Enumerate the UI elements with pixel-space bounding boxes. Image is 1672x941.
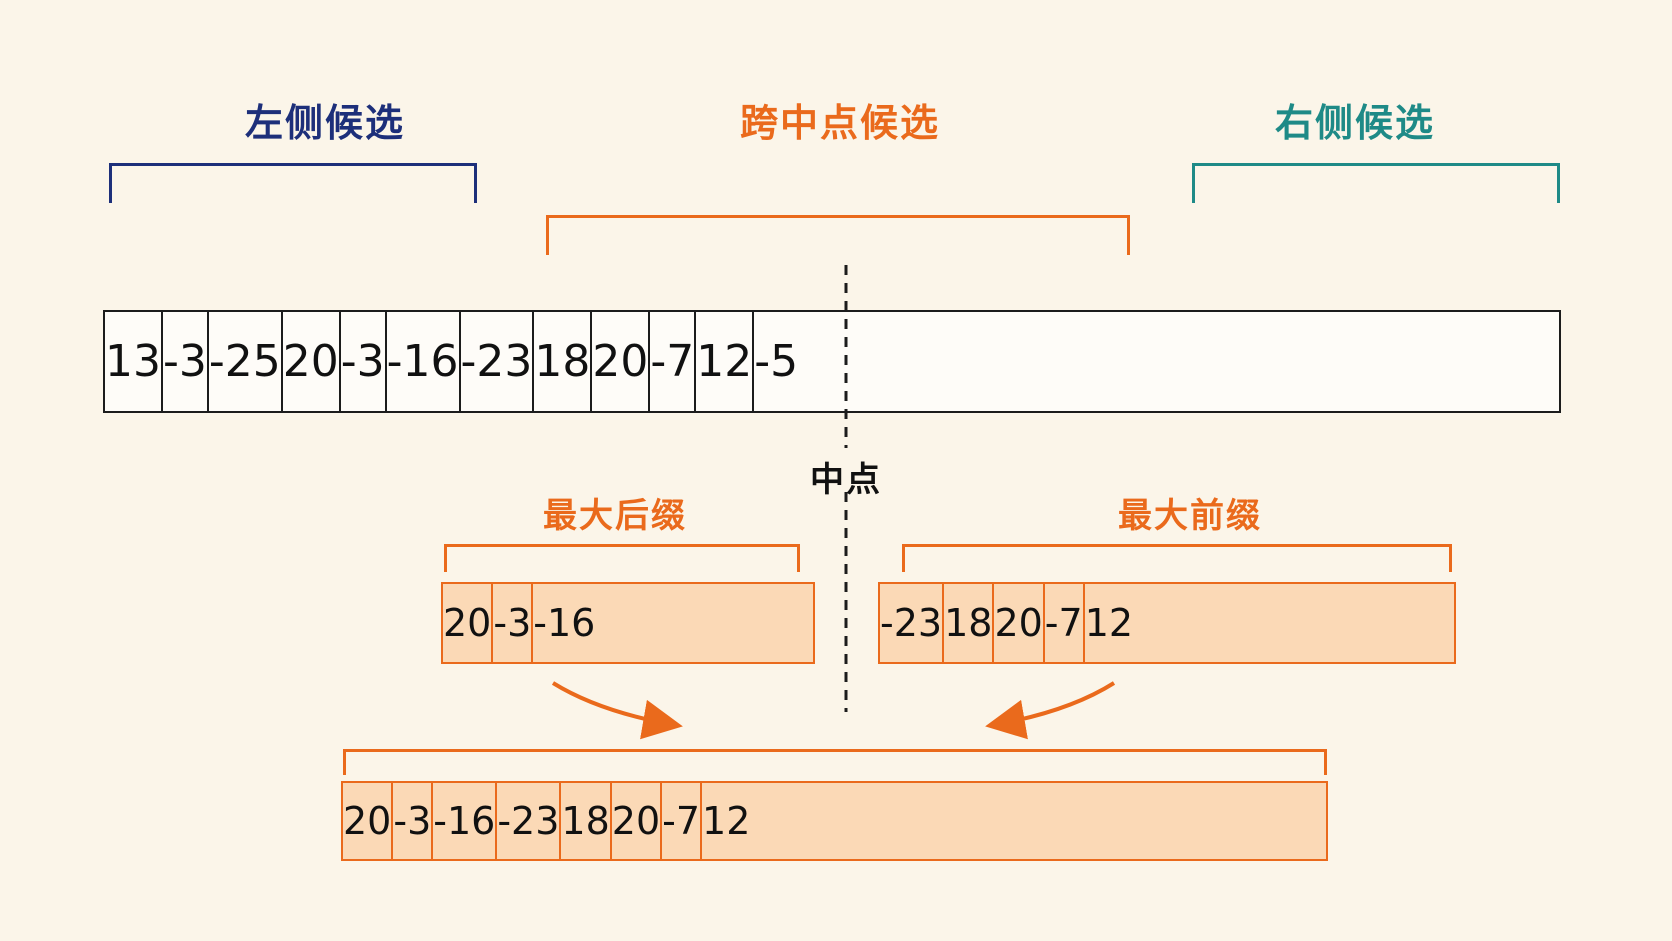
main-array-cell: -25 bbox=[209, 312, 283, 411]
prefix-cell: -7 bbox=[1045, 584, 1085, 662]
cross-candidate-label: 跨中点候选 bbox=[739, 101, 941, 145]
right-candidate-bracket bbox=[1192, 163, 1560, 203]
main-array-cell: -5 bbox=[754, 336, 799, 387]
combined-cell: 20 bbox=[612, 783, 663, 859]
prefix-cell: 12 bbox=[1084, 601, 1134, 645]
max-prefix-label: 最大前缀 bbox=[1118, 496, 1262, 536]
main-array-cell: -3 bbox=[341, 312, 387, 411]
suffix-arrow bbox=[551, 681, 683, 740]
suffix-cell: -3 bbox=[493, 584, 534, 662]
main-array-cell: -7 bbox=[650, 312, 697, 411]
suffix-cell: -16 bbox=[533, 601, 596, 645]
combined-cell: 12 bbox=[702, 799, 751, 843]
left-candidate-label: 左侧候选 bbox=[244, 101, 406, 145]
main-array-cell: 18 bbox=[534, 312, 593, 411]
prefix-cell: 18 bbox=[944, 584, 995, 662]
main-array-cell: -3 bbox=[163, 312, 209, 411]
max-suffix-array: 20-3-16 bbox=[441, 582, 815, 664]
prefix-arrow bbox=[985, 681, 1116, 740]
suffix-cell: 20 bbox=[443, 584, 494, 662]
combined-cell: -7 bbox=[662, 783, 703, 859]
combined-cell: -23 bbox=[497, 783, 562, 859]
main-array-cell: 13 bbox=[105, 312, 163, 411]
right-candidate-label: 右侧候选 bbox=[1274, 101, 1436, 145]
combined-cell: 18 bbox=[561, 783, 612, 859]
main-array-cell: 20 bbox=[283, 312, 341, 411]
prefix-cell: -23 bbox=[880, 584, 945, 662]
max-prefix-bracket bbox=[902, 544, 1452, 572]
combined-cell: 20 bbox=[343, 783, 394, 859]
prefix-cell: 20 bbox=[994, 584, 1045, 662]
cross-candidate-bracket bbox=[546, 215, 1130, 255]
main-array-cell: 12 bbox=[696, 312, 755, 411]
main-array-cell: 20 bbox=[592, 312, 651, 411]
combined-cell: -16 bbox=[433, 783, 498, 859]
left-candidate-bracket bbox=[109, 163, 477, 203]
main-array-cell: -23 bbox=[461, 312, 535, 411]
main-array-cell: -16 bbox=[387, 312, 461, 411]
combined-cell: -3 bbox=[393, 783, 434, 859]
max-suffix-label: 最大后缀 bbox=[543, 496, 687, 536]
max-suffix-bracket bbox=[444, 544, 800, 572]
combined-bracket bbox=[343, 749, 1327, 775]
